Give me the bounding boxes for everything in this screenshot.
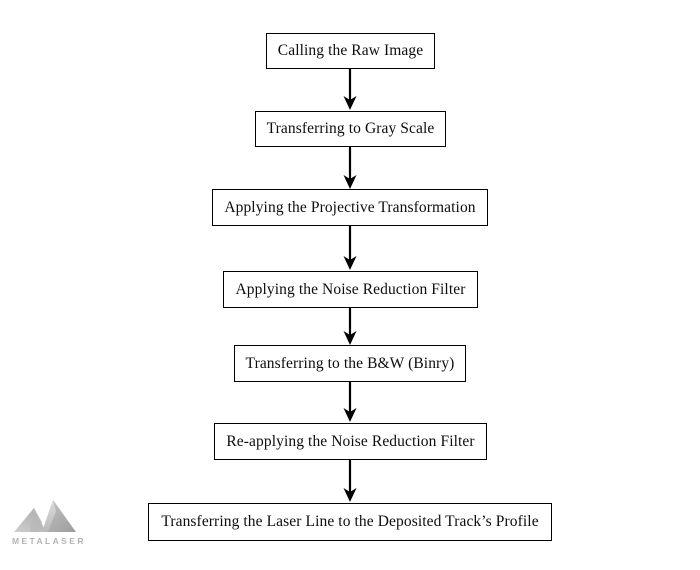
flow-node-step-2: Transferring to Gray Scale	[255, 111, 446, 147]
flow-arrow-1	[343, 69, 357, 110]
flow-node-step-4: Applying the Noise Reduction Filter	[223, 271, 478, 308]
flow-arrow-4	[343, 308, 357, 345]
metalaser-wordmark: METALASER	[12, 536, 86, 546]
flow-node-step-3: Applying the Projective Transformation	[212, 189, 488, 226]
flow-arrow-5	[343, 382, 357, 422]
flow-node-label: Transferring to the B&W (Binry)	[245, 354, 455, 372]
flow-node-label: Re-applying the Noise Reduction Filter	[226, 432, 475, 450]
flow-node-step-6: Re-applying the Noise Reduction Filter	[214, 423, 487, 460]
metalaser-logo: METALASER	[12, 500, 86, 558]
flow-node-label: Calling the Raw Image	[277, 42, 424, 60]
flow-node-step-5: Transferring to the B&W (Binry)	[234, 345, 466, 382]
flow-node-label: Transferring to Gray Scale	[266, 120, 435, 138]
mountain-m-icon	[14, 500, 76, 532]
flow-node-label: Applying the Noise Reduction Filter	[235, 280, 466, 298]
flow-node-step-1: Calling the Raw Image	[266, 33, 435, 69]
flow-arrow-3	[343, 226, 357, 270]
flow-node-step-7: Transferring the Laser Line to the Depos…	[148, 503, 552, 541]
flow-node-label: Applying the Projective Transformation	[224, 198, 476, 216]
flow-arrow-6	[343, 460, 357, 502]
flow-arrow-2	[343, 147, 357, 189]
flow-node-label: Transferring the Laser Line to the Depos…	[161, 513, 539, 531]
